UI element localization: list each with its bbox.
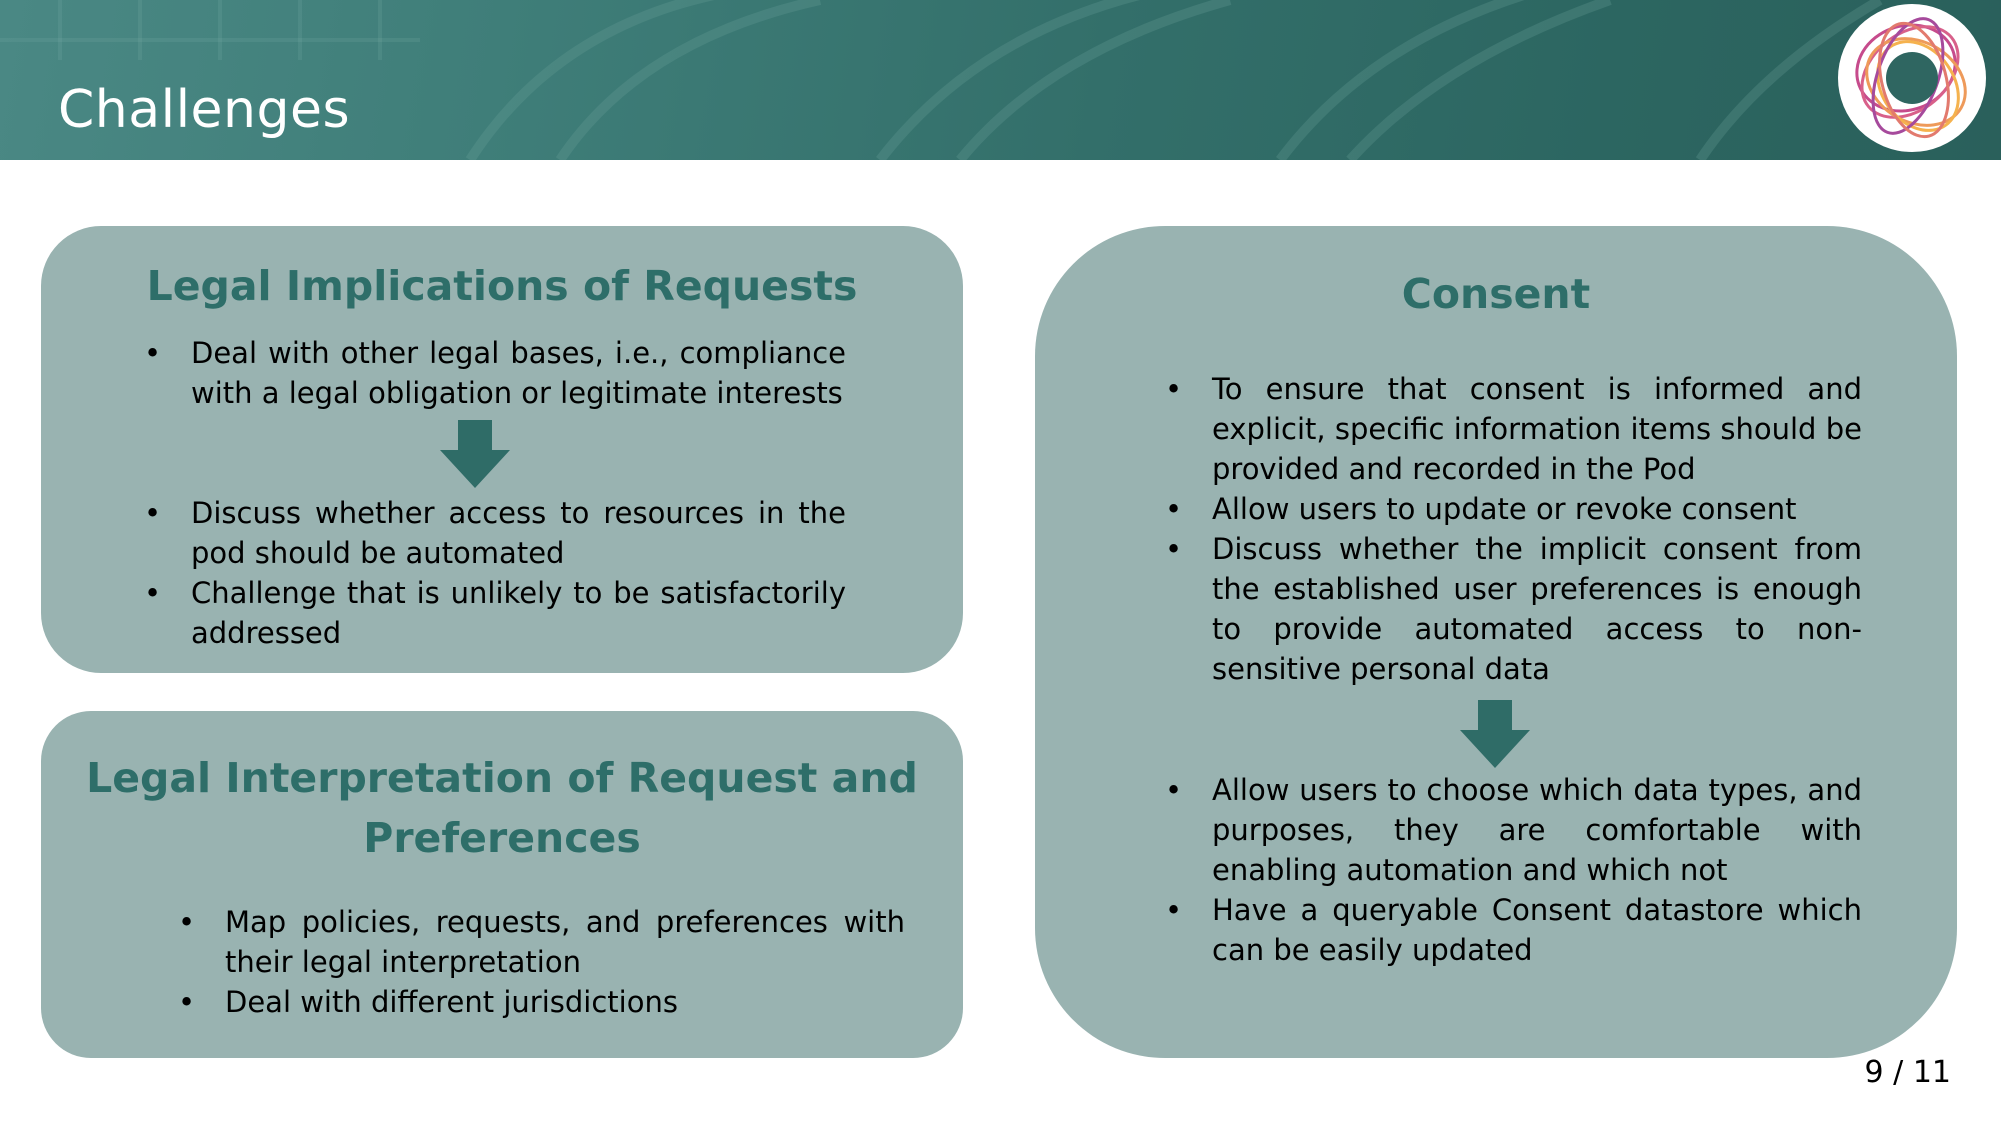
legal-interpretation-title: Legal Interpretation of Request and Pref… bbox=[41, 748, 963, 868]
legal-interpretation-title-line-2: Preferences bbox=[363, 814, 641, 862]
down-arrow-icon bbox=[1460, 700, 1530, 768]
slide-title: Challenges bbox=[58, 80, 351, 140]
legal-implications-card: Legal Implications of Requests Deal with… bbox=[41, 226, 963, 673]
list-item: Discuss whether access to resources in t… bbox=[144, 493, 846, 573]
consent-bullets-bottom: Allow users to choose which data types, … bbox=[1165, 770, 1862, 970]
page-number: 9 / 11 bbox=[1864, 1055, 1951, 1090]
list-item: Allow users to update or revoke consent bbox=[1165, 489, 1862, 529]
header-banner: Challenges bbox=[0, 0, 2001, 160]
list-item: Deal with other legal bases, i.e., compl… bbox=[144, 333, 846, 413]
legal-implications-bullets-top: Deal with other legal bases, i.e., compl… bbox=[144, 333, 846, 413]
legal-interpretation-bullets: Map policies, requests, and preferences … bbox=[178, 902, 905, 1022]
legal-implications-bullets-bottom: Discuss whether access to resources in t… bbox=[144, 493, 846, 653]
legal-implications-title: Legal Implications of Requests bbox=[146, 262, 858, 310]
legal-interpretation-card: Legal Interpretation of Request and Pref… bbox=[41, 711, 963, 1058]
list-item: Discuss whether the implicit consent fro… bbox=[1165, 529, 1862, 689]
list-item: Allow users to choose which data types, … bbox=[1165, 770, 1862, 890]
down-arrow-icon bbox=[440, 420, 510, 488]
list-item: Have a queryable Consent datastore which… bbox=[1165, 890, 1862, 970]
consent-title: Consent bbox=[1401, 270, 1591, 318]
list-item: Deal with different jurisdictions bbox=[178, 982, 905, 1022]
header-background-pattern bbox=[0, 0, 1883, 160]
list-item: To ensure that consent is informed and e… bbox=[1165, 369, 1862, 489]
legal-interpretation-title-line-1: Legal Interpretation of Request and bbox=[86, 754, 918, 802]
list-item: Challenge that is unlikely to be satisfa… bbox=[144, 573, 846, 653]
list-item: Map policies, requests, and preferences … bbox=[178, 902, 905, 982]
consent-bullets-top: To ensure that consent is informed and e… bbox=[1165, 369, 1862, 689]
conference-logo bbox=[1838, 4, 1986, 152]
consent-card: Consent To ensure that consent is inform… bbox=[1035, 226, 1957, 1058]
